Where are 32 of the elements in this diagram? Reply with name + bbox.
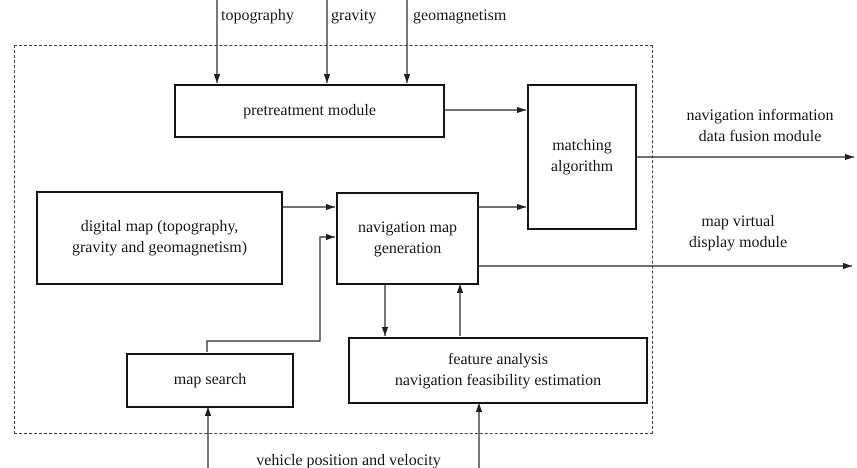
box-text: feature analysis [448, 350, 548, 370]
arrow [478, 204, 526, 210]
arrow [206, 234, 335, 352]
process-box [126, 353, 294, 408]
edge-label: navigation information data fusion module [685, 106, 835, 147]
process-box [174, 84, 445, 138]
box-text: pretreatment module [243, 100, 376, 121]
box-text: navigation map generation [356, 218, 458, 258]
arrow [382, 284, 388, 336]
arrow [476, 403, 482, 468]
process-box [336, 192, 479, 285]
process-box [348, 337, 648, 404]
process-box [527, 84, 637, 230]
arrow [324, 0, 330, 83]
box-text: navigation feasibility estimation [394, 370, 602, 390]
arrow [636, 154, 854, 160]
edge-label: map virtual display module [688, 212, 788, 253]
arrow [404, 0, 410, 83]
edge-label: geomagnetism [413, 6, 506, 26]
edge-label: topography [221, 6, 294, 26]
arrow [478, 262, 852, 270]
dashed-boundary [14, 45, 653, 434]
arrow [282, 204, 335, 210]
arrow [214, 0, 220, 83]
arrow [456, 284, 464, 336]
arrow [444, 106, 526, 114]
process-box [36, 191, 283, 285]
box-text: matching algorithm [550, 136, 614, 177]
edge-label: gravity [331, 6, 376, 26]
box-text: map search [174, 370, 246, 390]
box-text: digital map (topography, gravity and geomagnetism) [70, 217, 248, 258]
arrow [204, 407, 212, 468]
